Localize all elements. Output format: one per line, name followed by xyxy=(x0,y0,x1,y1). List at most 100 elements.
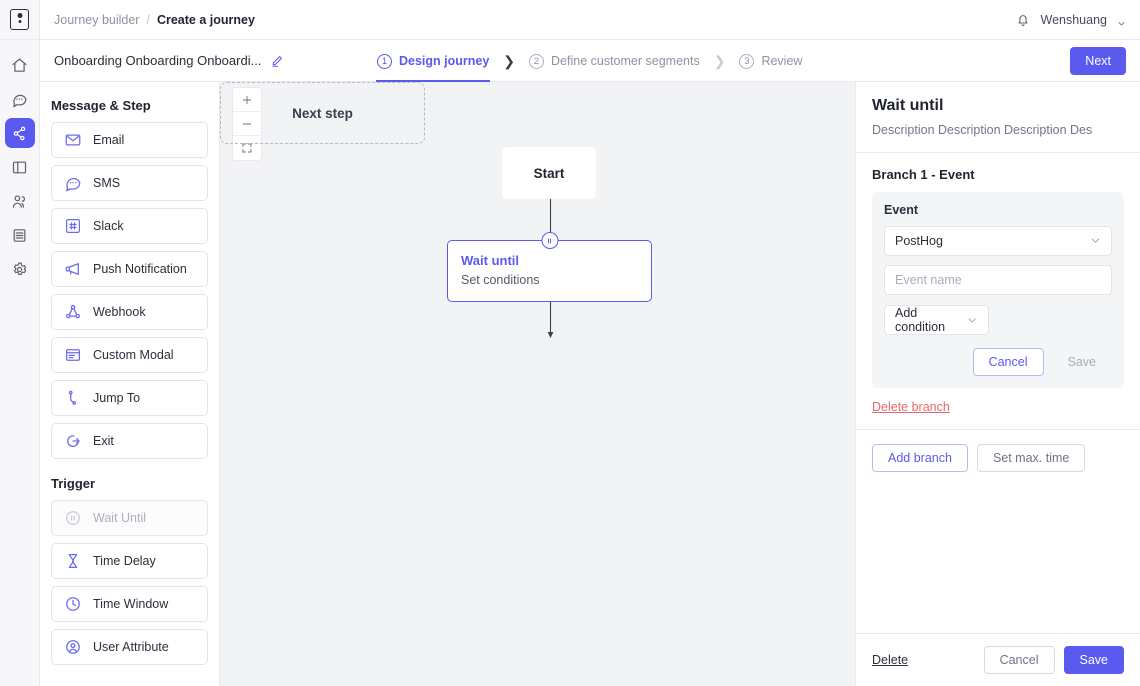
breadcrumb-parent[interactable]: Journey builder xyxy=(54,12,140,27)
event-source-value: PostHog xyxy=(895,233,943,248)
step-label: Define customer segments xyxy=(551,54,700,68)
palette-item-label: Custom Modal xyxy=(93,348,174,362)
rail-item-journey[interactable] xyxy=(4,118,35,148)
palette-item-label: Webhook xyxy=(93,305,146,319)
palette-item-user-attribute[interactable]: User Attribute xyxy=(51,629,208,665)
add-condition-select[interactable]: Add condition xyxy=(884,304,989,335)
rail-item-home[interactable] xyxy=(5,50,35,80)
fit-view-button[interactable] xyxy=(233,136,261,160)
add-branch-button[interactable]: Add branch xyxy=(872,443,968,472)
palette-item-slack[interactable]: Slack xyxy=(51,208,208,244)
megaphone-icon xyxy=(64,260,82,278)
topbar: Journey builder / Create a journey Wensh… xyxy=(40,0,1140,40)
event-name-input[interactable]: Event name xyxy=(884,264,1112,295)
palette-item-exit[interactable]: Exit xyxy=(51,423,208,459)
palette-item-time-window[interactable]: Time Window xyxy=(51,586,208,622)
next-button[interactable]: Next xyxy=(1070,46,1126,75)
modal-window-icon xyxy=(64,346,82,364)
event-cancel-button[interactable]: Cancel xyxy=(972,347,1044,376)
step-design-journey[interactable]: 1 Design journey xyxy=(376,40,491,82)
palette-item-label: Jump To xyxy=(93,391,141,405)
home-icon xyxy=(11,57,28,74)
panel-title: Wait until xyxy=(872,97,944,114)
flow-graph: Start Wait until Set conditions Next ste… xyxy=(220,82,855,686)
panel-save-button[interactable]: Save xyxy=(1063,646,1124,674)
panel-description: Description Description Description Des xyxy=(872,123,1093,137)
node-start[interactable]: Start xyxy=(502,147,596,199)
user-menu-label[interactable]: Wenshuang xyxy=(1040,12,1108,27)
user-circle-icon xyxy=(64,638,82,656)
node-wait-until[interactable]: Wait until Set conditions xyxy=(447,232,652,302)
palette-item-label: Wait Until xyxy=(93,511,147,525)
branch-actions: Add branch Set max. time xyxy=(872,443,1124,472)
breadcrumb-separator: / xyxy=(146,12,150,27)
chat-bubble-icon xyxy=(11,91,28,108)
palette-item-label: Time Window xyxy=(93,597,169,611)
breadcrumb: Journey builder / Create a journey xyxy=(54,13,255,27)
palette-item-jump-to[interactable]: Jump To xyxy=(51,380,208,416)
pencil-icon[interactable] xyxy=(270,54,284,68)
node-next-step[interactable]: Next step xyxy=(220,82,425,144)
branch-title: Branch 1 - Event xyxy=(872,166,975,182)
rail-item-settings[interactable] xyxy=(5,254,35,284)
step-number: 3 xyxy=(739,53,755,69)
journey-title-wrap: Onboarding Onboarding Onboardi... xyxy=(54,53,354,68)
app-logo-icon[interactable] xyxy=(0,0,40,40)
event-card: Event PostHog Event name Add condition xyxy=(872,191,1124,388)
panel-header: Wait until Description Description Descr… xyxy=(856,82,1140,153)
bell-icon[interactable] xyxy=(1015,12,1031,28)
rail-item-audience[interactable] xyxy=(5,186,35,216)
clock-icon xyxy=(64,595,82,613)
palette-item-webhook[interactable]: Webhook xyxy=(51,294,208,330)
event-source-select[interactable]: PostHog xyxy=(884,225,1112,256)
event-save-button[interactable]: Save xyxy=(1052,348,1113,376)
body: Message & Step Email SMS xyxy=(40,82,1140,686)
jump-to-icon xyxy=(64,389,82,407)
journey-canvas[interactable]: Start Wait until Set conditions Next ste… xyxy=(220,82,855,686)
palette-item-label: Slack xyxy=(93,219,124,233)
fit-screen-icon xyxy=(241,142,253,154)
palette-item-time-delay[interactable]: Time Delay xyxy=(51,543,208,579)
step-review[interactable]: 3 Review xyxy=(738,40,803,82)
palette-heading-message: Message & Step xyxy=(51,98,151,113)
palette-item-label: User Attribute xyxy=(93,640,169,654)
slack-icon xyxy=(64,217,82,235)
step-indicator: 1 Design journey ❯ 2 Define customer seg… xyxy=(376,40,803,82)
chevron-down-icon xyxy=(1090,235,1101,246)
step-number: 2 xyxy=(529,53,545,69)
palette-item-sms[interactable]: SMS xyxy=(51,165,208,201)
delete-branch-link[interactable]: Delete branch xyxy=(872,399,950,414)
chevron-right-icon: ❯ xyxy=(713,53,726,69)
zoom-in-button[interactable] xyxy=(233,88,261,112)
event-name-placeholder: Event name xyxy=(895,272,962,287)
palette-item-email[interactable]: Email xyxy=(51,122,208,158)
palette-item-custom-modal[interactable]: Custom Modal xyxy=(51,337,208,373)
step-label: Design journey xyxy=(399,54,490,68)
rail-item-templates[interactable] xyxy=(5,152,35,182)
zoom-out-button[interactable] xyxy=(233,112,261,136)
step-bar: Onboarding Onboarding Onboardi... 1 Desi… xyxy=(40,40,1140,82)
webhook-icon xyxy=(64,303,82,321)
list-icon xyxy=(11,227,28,244)
palette-item-label: Exit xyxy=(93,434,114,448)
panel-footer: Delete Cancel Save xyxy=(856,633,1140,686)
rail-item-messages[interactable] xyxy=(5,84,35,114)
plus-icon xyxy=(241,94,253,106)
chevron-down-icon[interactable] xyxy=(1117,15,1126,26)
topbar-right: Wenshuang xyxy=(1015,12,1127,28)
gear-icon xyxy=(11,261,28,278)
palette-item-label: Push Notification xyxy=(93,262,187,276)
rail-item-data[interactable] xyxy=(5,220,35,250)
step-define-customer-segments[interactable]: 2 Define customer segments xyxy=(528,40,701,82)
set-max-time-button[interactable]: Set max. time xyxy=(976,443,1086,472)
exit-icon xyxy=(64,432,82,450)
palette-item-push-notification[interactable]: Push Notification xyxy=(51,251,208,287)
palette-item-wait-until[interactable]: Wait Until xyxy=(51,500,208,536)
palette-item-label: SMS xyxy=(93,176,121,190)
rail-item-list xyxy=(4,40,35,284)
panel-cancel-button[interactable]: Cancel xyxy=(983,646,1055,674)
envelope-icon xyxy=(64,131,82,149)
delete-link[interactable]: Delete xyxy=(872,653,909,667)
icon-rail xyxy=(0,0,40,686)
node-wait-title: Wait until xyxy=(461,253,520,268)
